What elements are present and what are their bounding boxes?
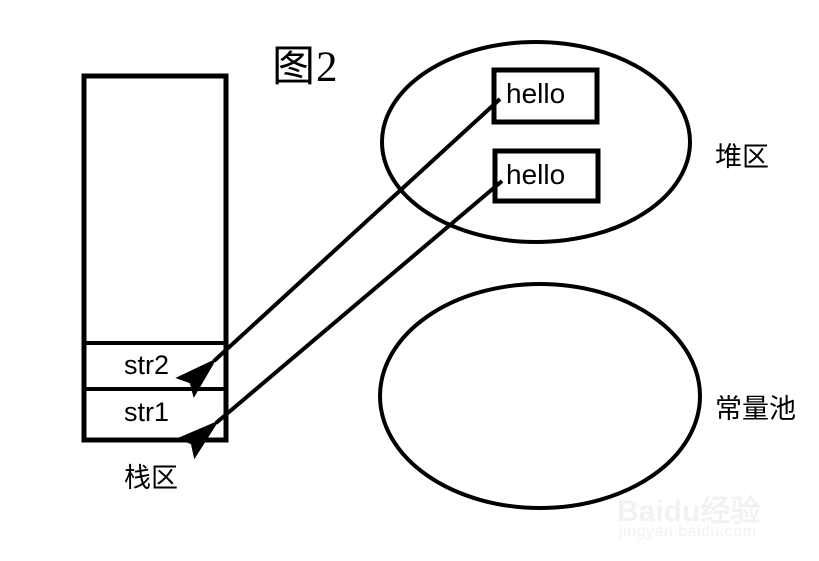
heap-object-label-1: hello (506, 78, 566, 109)
stack-cell-str2-label: str2 (124, 350, 170, 380)
heap-region-label: 堆区 (715, 142, 769, 172)
figure-title: 图2 (272, 44, 339, 91)
heap-object-box-1 (491, 67, 600, 125)
stack-region-rect (81, 73, 229, 443)
stack-region-caption: 栈区 (124, 463, 178, 493)
heap-region-ellipse (380, 40, 692, 244)
arrow-str1-to-heap-object-2 (176, 179, 504, 460)
heap-object-box-2 (492, 148, 601, 204)
constant-pool-region-label: 常量池 (715, 394, 796, 424)
stack-cell-str1-label: str1 (124, 397, 170, 427)
arrow-str2-to-heap-object-1 (175, 97, 502, 399)
constant-pool-region-ellipse (378, 282, 702, 510)
heap-object-label-2: hello (506, 159, 566, 190)
